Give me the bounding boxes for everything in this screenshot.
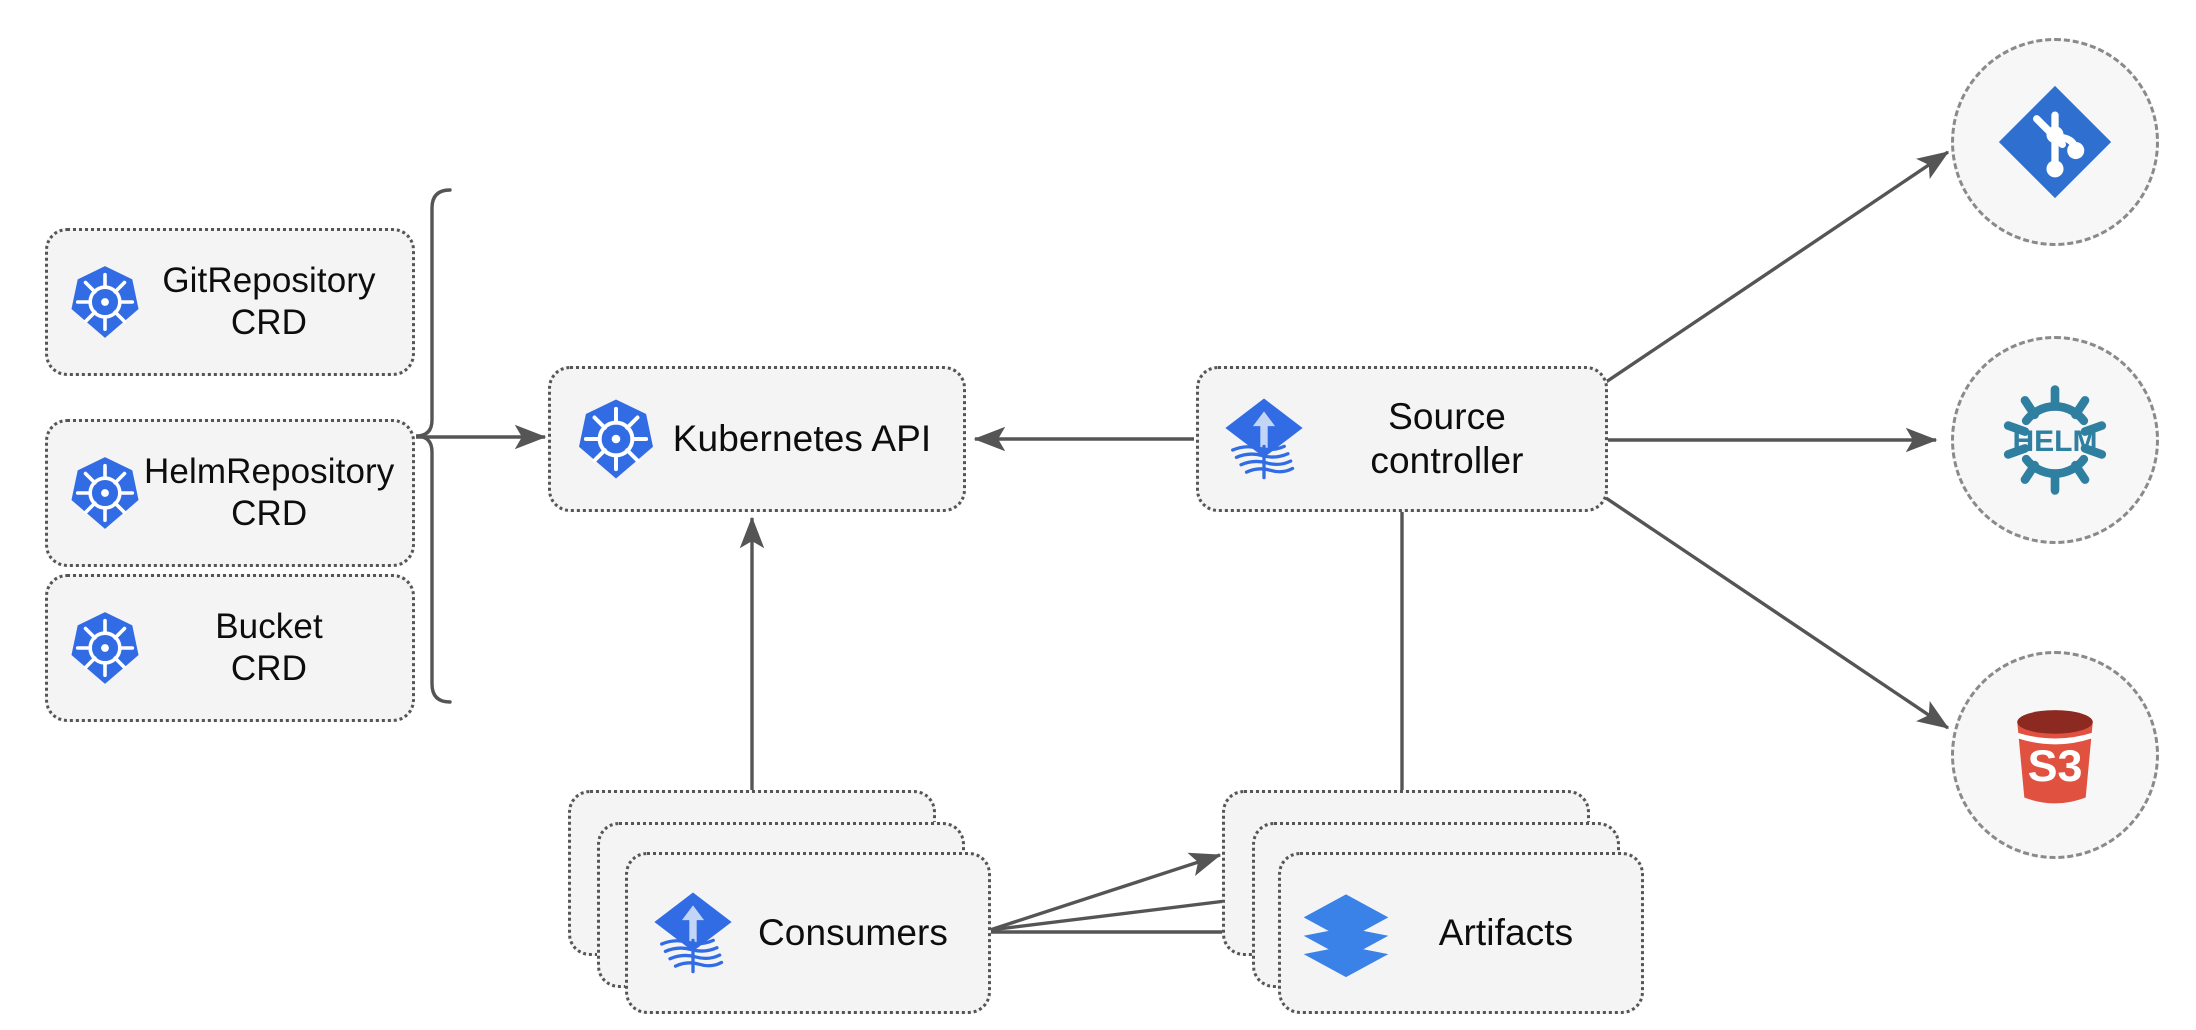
crd-group-brace <box>415 188 452 704</box>
flux-icon <box>650 890 736 976</box>
helm-icon: HELM <box>1995 380 2115 500</box>
crd-label: GitRepository CRD <box>162 261 376 342</box>
crd-label: Bucket CRD <box>215 607 323 688</box>
git-icon <box>1994 81 2116 203</box>
node-label: Source controller <box>1370 395 1524 481</box>
flux-icon <box>1221 396 1307 482</box>
node-label: Consumers <box>757 911 949 953</box>
helm-wordmark: HELM <box>2013 425 2098 458</box>
s3-icon: S3 <box>1996 696 2114 814</box>
kubernetes-icon <box>66 454 144 532</box>
edge-source-controller-to-git <box>1605 150 1950 384</box>
node-label: Artifacts <box>1438 911 1574 953</box>
crd-card-helmrepository[interactable]: HelmRepository CRD <box>45 419 415 567</box>
kubernetes-icon <box>66 609 144 687</box>
edge-source-controller-to-s3 <box>1605 496 1950 730</box>
node-consumers[interactable]: Consumers <box>625 852 991 1014</box>
layers-icon <box>1303 890 1389 978</box>
crd-card-gitrepository[interactable]: GitRepository CRD <box>45 228 415 376</box>
crd-card-bucket[interactable]: Bucket CRD <box>45 574 415 722</box>
kubernetes-icon <box>573 396 659 482</box>
node-label: Kubernetes API <box>672 417 932 459</box>
node-kubernetes-api[interactable]: Kubernetes API <box>548 366 966 512</box>
target-git[interactable] <box>1951 38 2159 246</box>
edge-consumers-to-artifacts-back <box>989 852 1222 932</box>
target-s3[interactable]: S3 <box>1951 651 2159 859</box>
node-artifacts[interactable]: Artifacts <box>1278 852 1644 1014</box>
edge-consumers-to-artifacts-mid <box>989 888 1260 932</box>
crd-label: HelmRepository CRD <box>144 452 395 533</box>
target-helm[interactable]: HELM <box>1951 336 2159 544</box>
kubernetes-icon <box>66 263 144 341</box>
node-source-controller[interactable]: Source controller <box>1196 366 1608 512</box>
s3-wordmark: S3 <box>2028 740 2083 791</box>
